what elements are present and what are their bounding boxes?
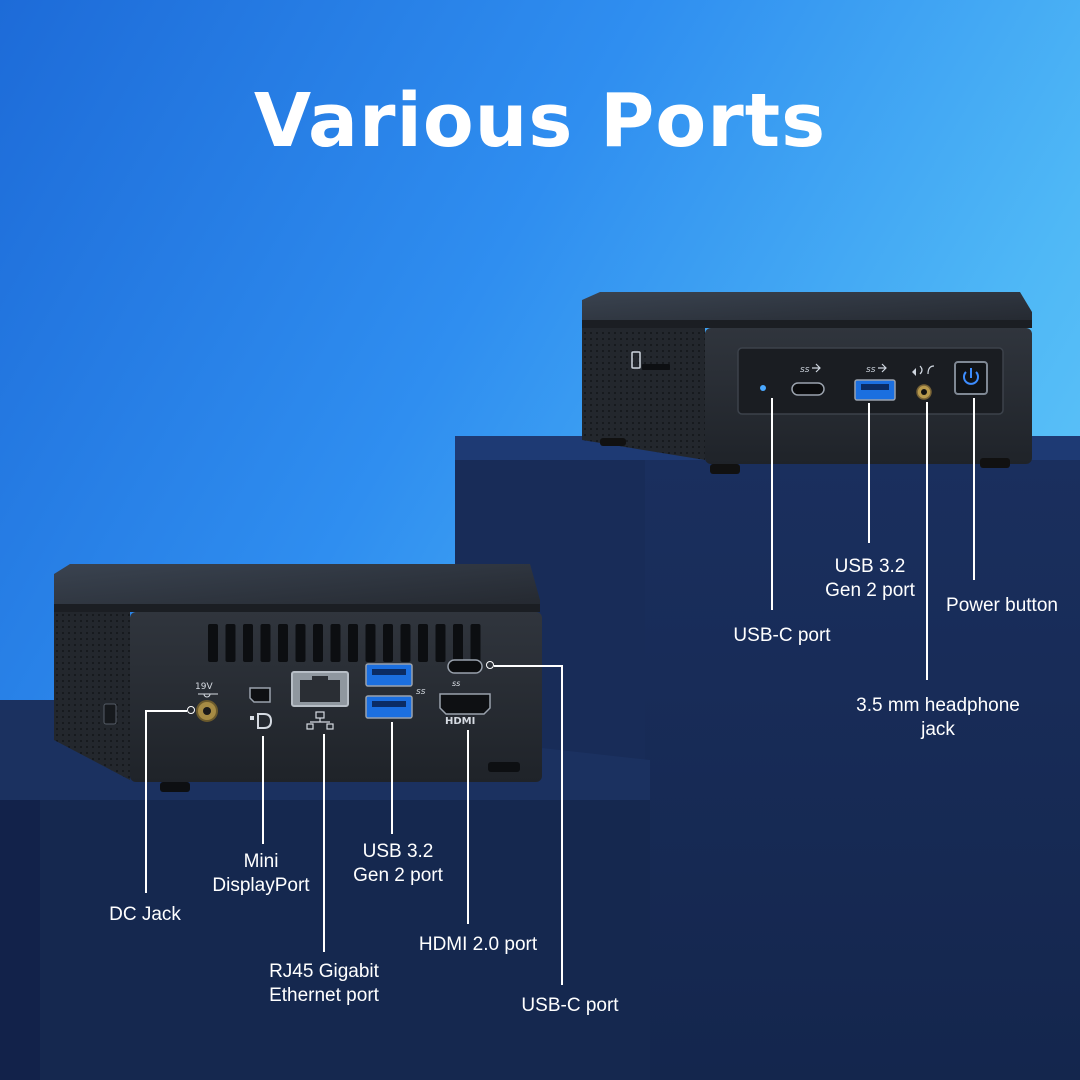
svg-text:ss: ss [452, 679, 460, 688]
label-rear-rj45: RJ45 Gigabit Ethernet port [246, 960, 402, 1008]
voltage-marking: 19V [195, 682, 213, 692]
leader-rear-usb32 [391, 722, 393, 834]
label-rear-usb-c: USB-C port [500, 994, 640, 1018]
vent-slot [260, 624, 271, 662]
leader-front-headphone [926, 402, 928, 680]
leader-rear-minidp [262, 736, 264, 844]
headphone-icon [912, 365, 935, 376]
dc-jack: 19V [195, 682, 218, 722]
label-front-headphone: 3.5 mm headphone jack [836, 694, 1040, 742]
vent-slot [208, 624, 218, 662]
usb-c-port-rear: ss [447, 659, 483, 688]
vent-slot [313, 624, 323, 662]
label-rear-minidp-line2: DisplayPort [212, 875, 310, 896]
label-front-headphone-line1: 3.5 mm headphone [856, 695, 1020, 716]
leader-front-usb32 [868, 403, 870, 543]
leader-front-usb-c [771, 398, 773, 610]
vent-slot [400, 624, 411, 662]
label-front-usb32: USB 3.2 Gen 2 port [800, 555, 940, 603]
label-rear-dc-text: DC Jack [109, 904, 181, 925]
vent-slot [453, 624, 463, 662]
vent-slot [243, 624, 253, 662]
usb-c-port-front: ss [791, 363, 825, 396]
usb-a-ports-rear: ss [365, 663, 426, 719]
label-rear-hdmi: HDMI 2.0 port [398, 933, 558, 957]
label-rear-usb-c-text: USB-C port [521, 995, 619, 1016]
label-rear-usb32-line1: USB 3.2 [362, 841, 434, 862]
vent-slot [418, 624, 428, 662]
leader-rear-dc-v [145, 710, 147, 893]
vent-slot [295, 624, 306, 662]
vent-grille [208, 624, 481, 662]
label-front-usb32-line1: USB 3.2 [834, 556, 906, 577]
label-front-headphone-line2: jack [921, 719, 955, 740]
vent-slot [365, 624, 376, 662]
rear-device: 19V [54, 564, 542, 792]
headphone-jack [912, 365, 935, 400]
card-slot-icon [631, 351, 670, 370]
leader-rear-rj45 [323, 734, 325, 952]
vent-slot [470, 624, 481, 662]
label-rear-usb32-line2: Gen 2 port [353, 865, 443, 886]
power-button-graphic [954, 361, 988, 395]
vent-slot [225, 624, 236, 662]
label-front-power: Power button [930, 594, 1074, 618]
label-rear-usb32: USB 3.2 Gen 2 port [328, 840, 468, 888]
vent-slot [278, 624, 288, 662]
ethernet-icon [306, 711, 334, 730]
vent-slot [383, 624, 393, 662]
label-front-usb32-line2: Gen 2 port [825, 580, 915, 601]
power-icon [963, 368, 979, 385]
leader-rear-usbc-v [561, 665, 563, 985]
leader-rear-dc-h [145, 710, 187, 712]
usb-a-port-front: ss [854, 363, 896, 401]
label-front-usb-c-text: USB-C port [733, 625, 831, 646]
label-rear-minidp-line1: Mini [243, 851, 279, 872]
svg-text:ss: ss [416, 687, 426, 697]
leader-dot-dc [187, 706, 195, 714]
label-front-power-text: Power button [946, 595, 1058, 616]
vent-slot [435, 624, 446, 662]
front-device: ss ss [582, 292, 1032, 474]
leader-dot-usb-c [486, 661, 494, 669]
svg-text:ss: ss [800, 365, 810, 375]
label-front-usb-c: USB-C port [712, 624, 852, 648]
mini-displayport [249, 687, 273, 729]
hdmi-logo: HDMI [445, 716, 475, 727]
label-rear-minidp: Mini DisplayPort [196, 850, 326, 898]
vent-slot [348, 624, 358, 662]
leader-rear-usbc-h [494, 665, 562, 667]
dc-polarity-icon: 19V [195, 682, 218, 698]
title: Various Ports [253, 78, 827, 164]
svg-text:ss: ss [866, 365, 876, 375]
leader-front-power [973, 398, 975, 580]
label-rear-hdmi-text: HDMI 2.0 port [418, 934, 538, 955]
displayport-icon [250, 713, 273, 729]
label-rear-dc: DC Jack [90, 903, 200, 927]
usb-ss-icon: ss [800, 363, 821, 375]
label-rear-rj45-line2: Ethernet port [269, 985, 379, 1006]
rj45-port [291, 671, 349, 730]
vent-slot [330, 624, 341, 662]
leader-rear-hdmi [467, 730, 469, 924]
label-rear-rj45-line1: RJ45 Gigabit [269, 961, 379, 982]
hdmi-port: HDMI [439, 693, 491, 727]
